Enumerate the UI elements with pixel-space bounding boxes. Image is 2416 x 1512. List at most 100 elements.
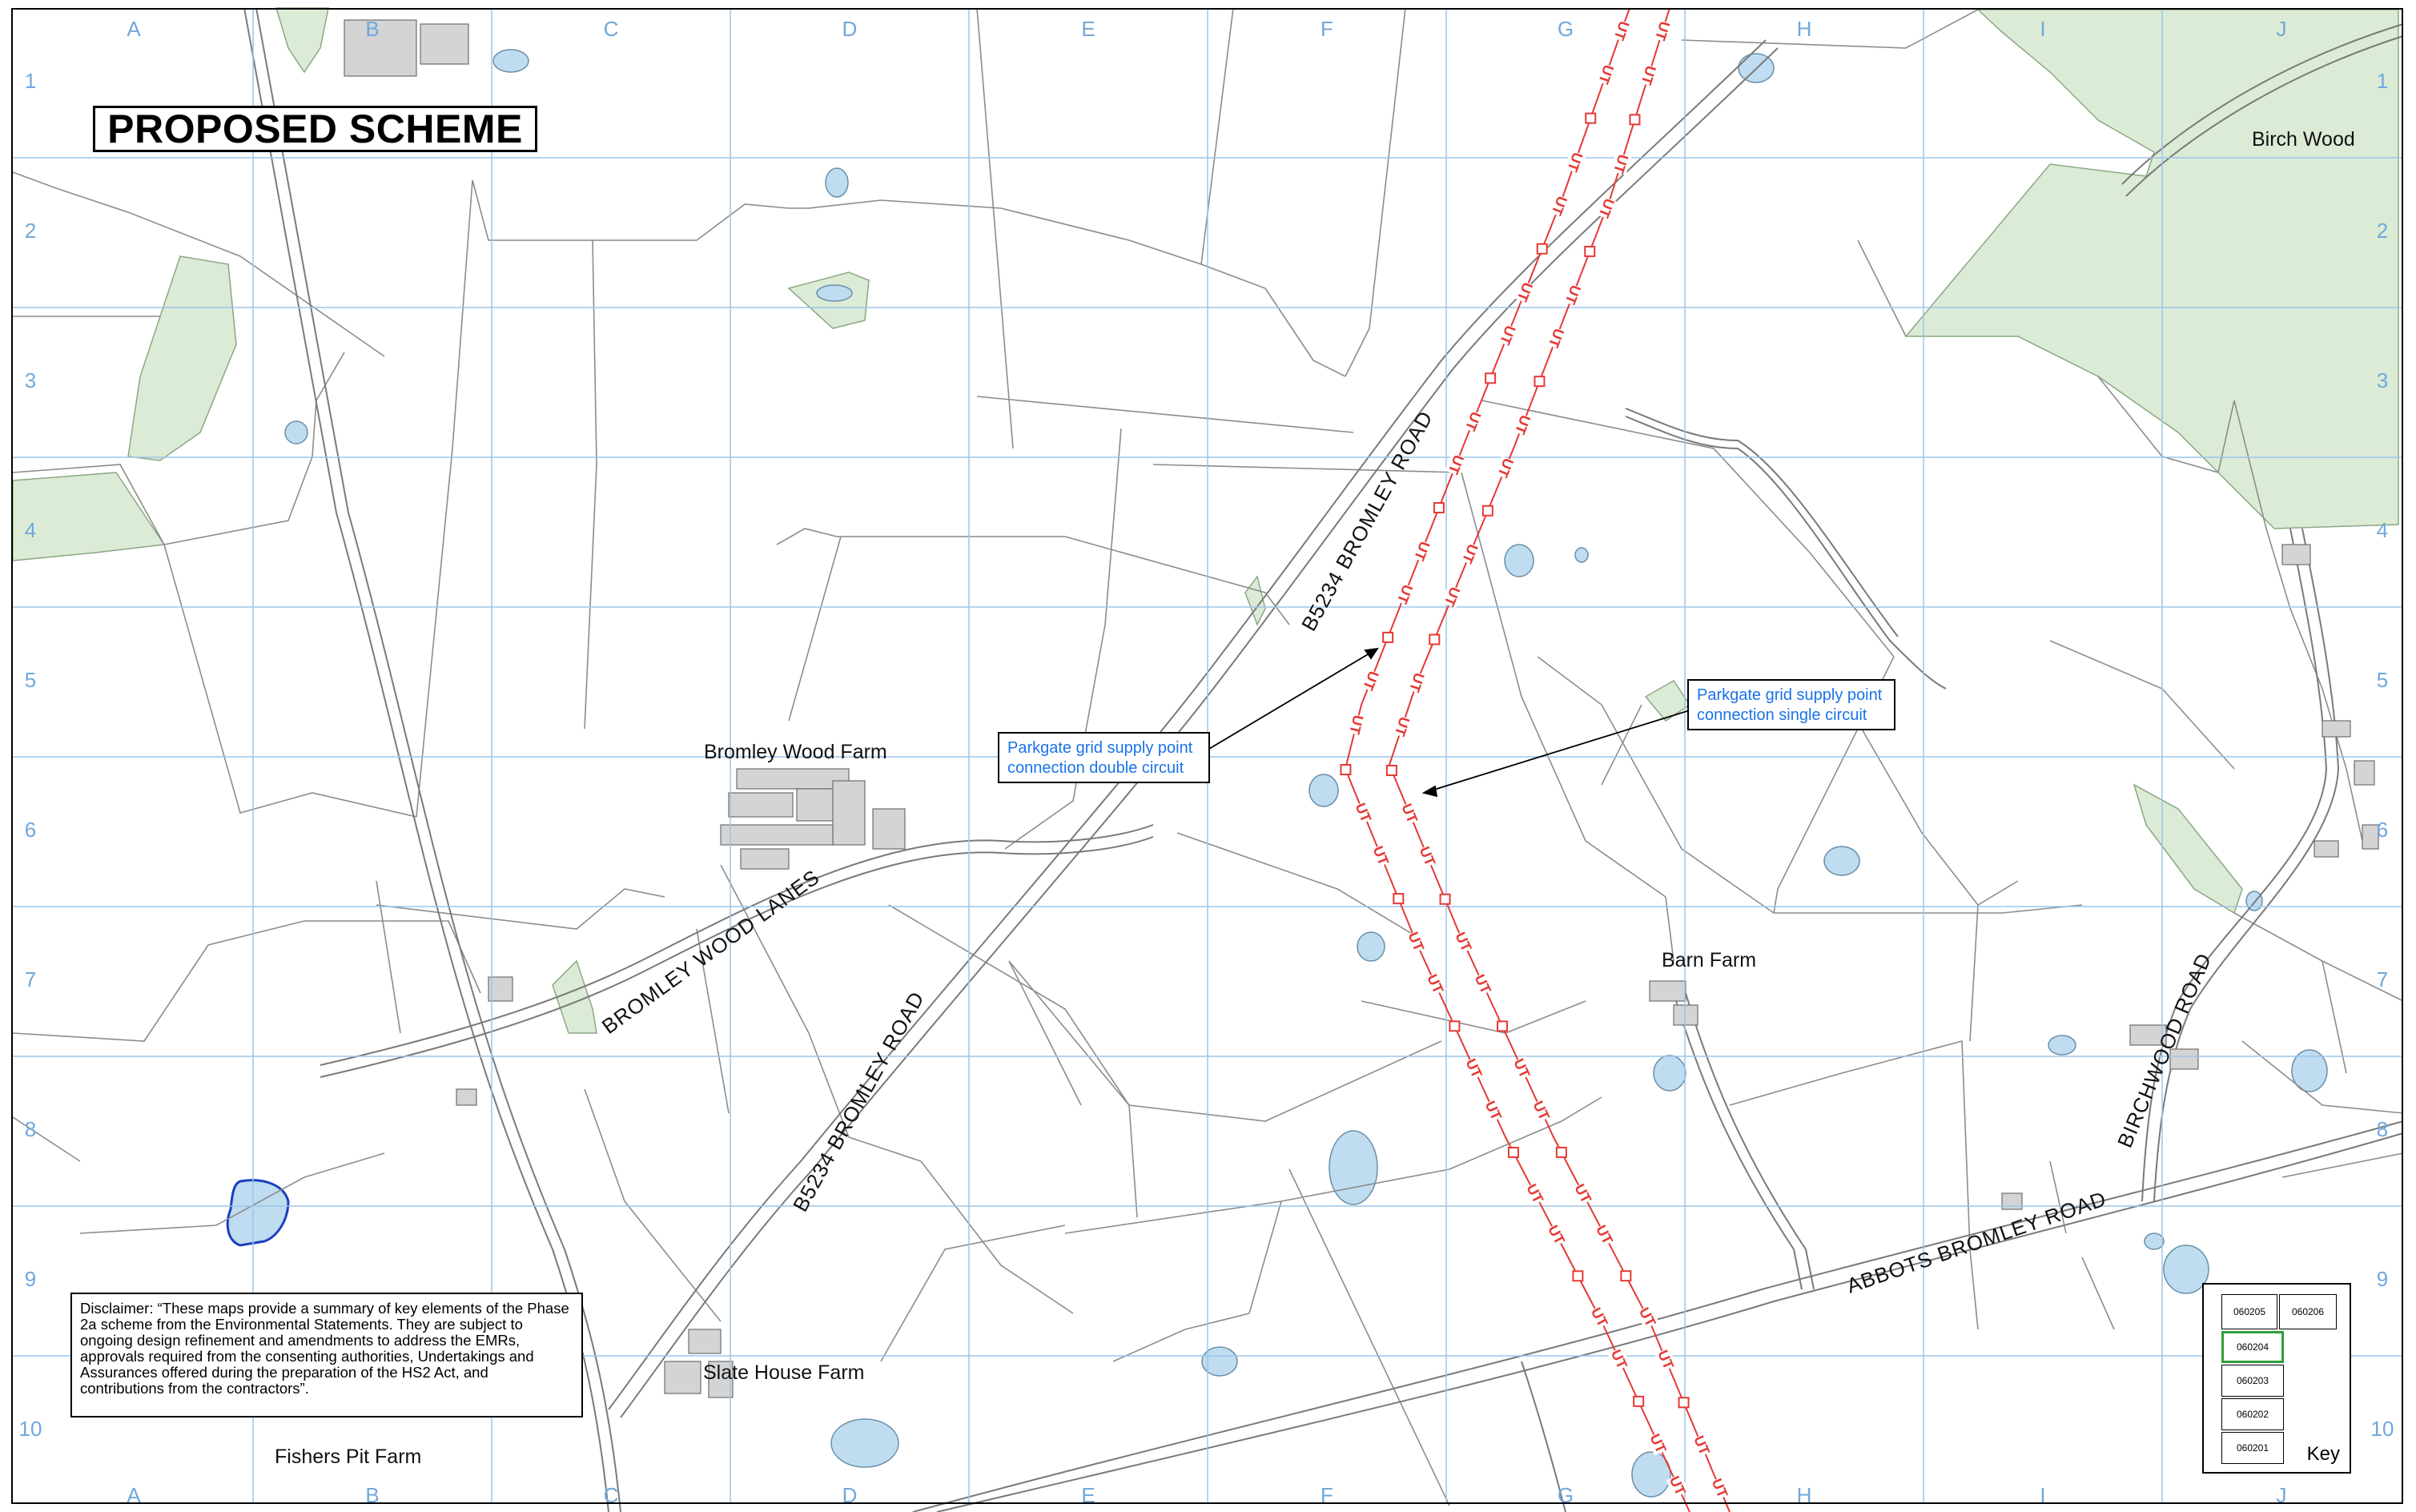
- utility-marker-label: UT: [1360, 669, 1381, 693]
- utility-marker-bg: [1595, 62, 1618, 86]
- grid-lines: [11, 8, 2403, 1504]
- woodland-small-3: [1644, 680, 1691, 722]
- pond: [492, 49, 529, 73]
- utility-marker-label: UT: [1593, 1222, 1616, 1247]
- utility-marker-label: UT: [1398, 802, 1421, 826]
- utility-marker-label: UT: [1530, 1099, 1553, 1123]
- utility-marker-label: UT: [1588, 1305, 1611, 1329]
- woodland-areas: [12, 7, 2399, 1034]
- utility-marker-bg: [1511, 412, 1534, 437]
- utility-pylon-marker: [1393, 893, 1405, 905]
- pond: [1574, 547, 1589, 563]
- key-sheet-label: 060205: [2233, 1306, 2266, 1317]
- utility-marker-label: UT: [1514, 280, 1535, 304]
- utility-marker-bg: [1564, 150, 1586, 174]
- utility-pylon-marker: [1585, 112, 1597, 124]
- grid-row-label-8: 8: [2377, 1117, 2388, 1141]
- utility-marker-label: UT: [1608, 1347, 1630, 1371]
- woodland-east: [2133, 783, 2243, 915]
- utility-marker-bg: [1654, 1347, 1677, 1372]
- utility-marker-bg: [1510, 1056, 1534, 1081]
- utility-marker-label: UT: [1562, 283, 1584, 307]
- grid-row-label-9: 9: [25, 1267, 36, 1291]
- grid-col-label-c: C: [604, 17, 619, 41]
- roads: [243, 7, 2404, 1512]
- road-label-abbots-bromley-road: ABBOTS BROMLEY ROAD: [1843, 1186, 2109, 1297]
- utility-marker-bg: [1461, 409, 1485, 433]
- utility-marker-label: UT: [1394, 582, 1416, 606]
- buildings: [344, 19, 2379, 1398]
- callout-single-line1: Parkgate grid supply point: [1697, 686, 1883, 704]
- utility-marker-bg: [1424, 971, 1447, 996]
- key-sheet-060204[interactable]: 060204: [2221, 1331, 2284, 1363]
- utility-pylon-marker: [1485, 372, 1497, 384]
- utility-marker-label: UT: [1596, 196, 1618, 220]
- utility-pylon-marker: [1584, 245, 1596, 257]
- title-box: PROPOSED SCHEME: [93, 106, 537, 152]
- utility-pylon-marker: [1555, 1146, 1567, 1158]
- grid-col-label-f: F: [1321, 17, 1333, 41]
- grid-row-label-9: 9: [2377, 1267, 2388, 1291]
- disclaimer-text: Disclaimer: “These maps provide a summar…: [80, 1300, 569, 1397]
- utility-pylon-marker: [1678, 1397, 1690, 1409]
- utility-marker-label: UT: [1459, 541, 1481, 565]
- utility-pylon-marker: [1382, 631, 1394, 643]
- utility-marker-bg: [1587, 1305, 1611, 1329]
- utility-marker-label: UT: [1611, 19, 1633, 42]
- utility-marker-label: UT: [1346, 714, 1366, 736]
- grid-row-label-10: 10: [19, 1417, 42, 1441]
- pond: [1357, 931, 1385, 962]
- utility-pylon-marker: [1534, 376, 1546, 388]
- pond: [2163, 1245, 2209, 1294]
- utility-marker-bg: [1571, 1181, 1595, 1206]
- utility-marker-bg: [1593, 1222, 1616, 1248]
- utility-marker-bg: [1410, 539, 1433, 563]
- grid-col-label-d: D: [842, 1483, 858, 1507]
- pond: [830, 1418, 899, 1468]
- utility-marker-bg: [1471, 971, 1494, 996]
- pond: [284, 420, 308, 444]
- utility-pylon-marker: [1433, 501, 1445, 513]
- utility-marker-bg: [1369, 843, 1393, 868]
- key-sheet-060205[interactable]: 060205: [2221, 1294, 2277, 1329]
- utility-pylon-marker: [1536, 243, 1548, 255]
- utility-marker-bg: [1708, 1476, 1731, 1501]
- road-label-birchwood-road: BIRCHWOOD ROAD: [2112, 949, 2217, 1151]
- utility-marker-label: UT: [1690, 1434, 1713, 1458]
- key-sheet-label: 060202: [2236, 1409, 2269, 1420]
- utility-marker-bg: [1452, 929, 1475, 955]
- key-sheet-060201[interactable]: 060201: [2221, 1432, 2284, 1464]
- place-label-slate-house-farm: Slate House Farm: [703, 1361, 864, 1384]
- utility-marker-bg: [1405, 670, 1428, 694]
- utility-marker-label: UT: [1652, 19, 1673, 42]
- utility-marker-bg: [1352, 800, 1375, 825]
- grid-row-label-5: 5: [2377, 668, 2388, 692]
- pond: [825, 167, 849, 198]
- key-sheet-060203[interactable]: 060203: [2221, 1365, 2284, 1397]
- grid-col-label-a: A: [127, 17, 141, 41]
- place-label-bromley-wood-farm: Bromley Wood Farm: [704, 741, 887, 763]
- utility-marker-bg: [1494, 456, 1517, 481]
- utility-pylon-marker: [1449, 1020, 1461, 1032]
- utility-line-double-east: [1388, 7, 1731, 1512]
- utility-marker-label: UT: [1452, 930, 1474, 954]
- utility-marker-bg: [1445, 452, 1467, 477]
- utility-marker-label: UT: [1462, 409, 1484, 433]
- grid-row-label-6: 6: [25, 818, 36, 842]
- woodland-birch-wood: [1904, 9, 2399, 529]
- key-sheet-label: 060204: [2236, 1341, 2269, 1353]
- key-sheet-060206[interactable]: 060206: [2279, 1294, 2337, 1329]
- utility-marker-label: UT: [1392, 715, 1413, 738]
- grid-col-label-e: E: [1081, 17, 1095, 41]
- utility-marker-label: UT: [1545, 1223, 1568, 1248]
- grid-row-label-1: 1: [25, 69, 36, 93]
- water-features: [284, 49, 2328, 1498]
- woodland-west-2: [12, 472, 166, 561]
- utility-marker-bg: [1441, 585, 1464, 609]
- grid-col-label-b: B: [365, 17, 379, 41]
- utility-pylon-marker: [1572, 1270, 1584, 1282]
- key-sheet-060202[interactable]: 060202: [2221, 1398, 2284, 1430]
- grid-col-label-d: D: [842, 17, 858, 41]
- utility-marker-label: UT: [1510, 1056, 1533, 1080]
